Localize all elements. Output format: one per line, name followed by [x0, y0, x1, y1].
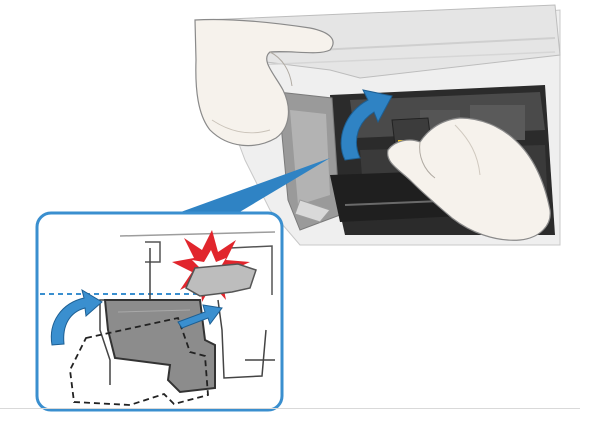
rotate-arrow-icon: [50, 288, 103, 346]
lock-lever: [185, 263, 257, 297]
printer-scene: [194, 4, 561, 246]
bottom-divider: [0, 408, 580, 409]
insert-arrow-icon: [177, 304, 223, 329]
rotate-up-arrow-icon: [340, 89, 393, 161]
left-hand: [194, 18, 334, 147]
right-hand: [387, 117, 551, 241]
detail-inset: [35, 211, 284, 412]
callout-pointer: [178, 158, 330, 213]
previous-position-dashed-outline: [69, 316, 209, 406]
